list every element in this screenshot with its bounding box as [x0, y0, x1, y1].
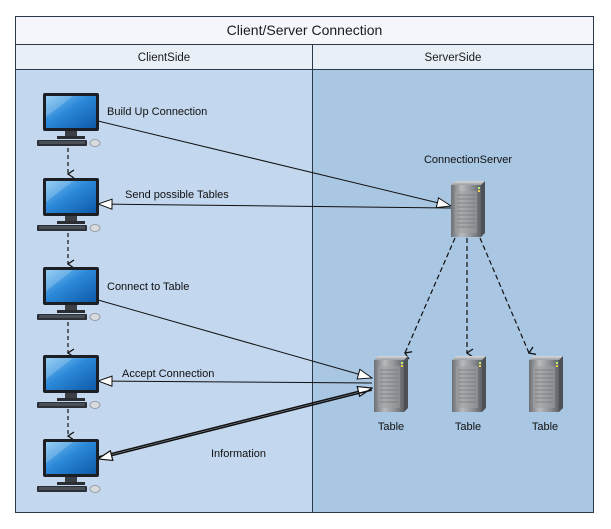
- server-lane: [312, 69, 594, 513]
- server-lane-title: ServerSide: [425, 52, 482, 64]
- table-server-2-icon: [451, 355, 487, 413]
- information-label: Information: [211, 448, 266, 460]
- information-arrow-back: [98, 389, 373, 459]
- information-arrow-out: [97, 388, 372, 458]
- table-server-3-icon: [528, 355, 564, 413]
- send-possible-tables-label: Send possible Tables: [125, 189, 229, 201]
- client-lane-header: [15, 44, 313, 70]
- table-server-1-icon: [373, 355, 409, 413]
- table-3-label: Table: [532, 421, 558, 433]
- server-lane-header: [312, 44, 594, 70]
- connect-to-table-arrow: [97, 299, 372, 378]
- connection-server-icon: [450, 180, 486, 238]
- build-up-connection-arrow: [97, 120, 451, 206]
- accept-connection-label: Accept Connection: [122, 368, 214, 380]
- connection-server-label: ConnectionServer: [424, 154, 512, 166]
- table-1-label: Table: [378, 421, 404, 433]
- build-up-connection-label: Build Up Connection: [107, 106, 207, 118]
- server-to-table-1-arrow: [405, 237, 456, 353]
- title-bar: [15, 16, 594, 45]
- send-possible-tables-arrow: [98, 204, 452, 208]
- table-2-label: Table: [455, 421, 481, 433]
- accept-connection-arrow: [98, 381, 373, 383]
- server-to-table-3-arrow: [479, 237, 529, 353]
- diagram-title: Client/Server Connection: [227, 22, 383, 38]
- connect-to-table-label: Connect to Table: [107, 281, 189, 293]
- client-lane-title: ClientSide: [138, 52, 190, 64]
